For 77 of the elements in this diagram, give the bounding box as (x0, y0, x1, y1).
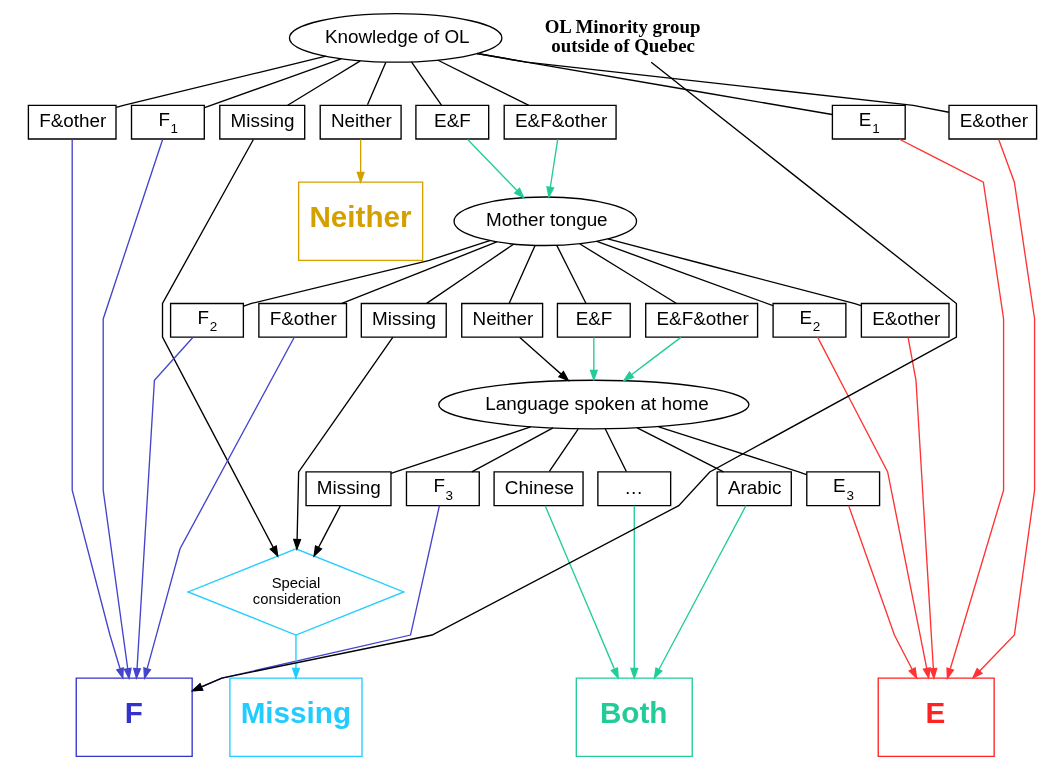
arrow (71, 138, 124, 680)
connector (555, 244, 587, 304)
node-box: F&other (27, 104, 117, 140)
arrow (190, 504, 440, 692)
node-box: Neither (460, 302, 543, 338)
connector (606, 238, 862, 307)
connector (657, 426, 807, 476)
arrow (292, 336, 394, 552)
node-box: F$_{1}$ (130, 104, 205, 140)
node-box: Missing (218, 104, 305, 140)
connector (203, 58, 342, 109)
node-box: Chinese (492, 471, 584, 507)
node-ellipse: Mother tongue (452, 196, 637, 247)
node-box: E$_{2}$ (771, 302, 847, 338)
connector (508, 244, 536, 304)
arrow (545, 138, 558, 199)
node-box: F&other (257, 302, 347, 338)
node-box: Neither (297, 181, 423, 261)
arrow (466, 138, 525, 199)
arrow (518, 336, 570, 382)
connector (636, 427, 724, 473)
node-box: F$_{2}$ (169, 302, 244, 338)
node-box: Missing (228, 677, 363, 757)
node-box: F$_{3}$ (405, 471, 480, 507)
node-box: Missing (304, 471, 392, 507)
arrow (291, 634, 300, 680)
node-ellipse: Knowledge of OL (288, 13, 503, 63)
arrow (355, 138, 365, 184)
arrow (816, 336, 931, 680)
node-text: OL Minority group outside of Quebec (544, 15, 700, 56)
arrow (589, 336, 598, 382)
node-ellipse: Language spoken at home (437, 379, 750, 430)
connector (604, 428, 627, 473)
arrow (142, 336, 295, 680)
node-box: E&F (414, 104, 489, 140)
node-diamond: Special consideration (185, 548, 406, 636)
arrow (898, 138, 1004, 681)
node-box: E (877, 677, 995, 757)
arrow (653, 504, 747, 680)
arrow (906, 337, 938, 681)
node-box: E$_{3}$ (805, 471, 880, 507)
connector (389, 426, 531, 474)
connector (548, 428, 579, 473)
connector (242, 239, 491, 307)
node-box: Both (575, 677, 693, 757)
connector (475, 52, 950, 113)
node-box: E&other (947, 104, 1037, 140)
node-box: E&F&other (644, 302, 758, 338)
connector (578, 243, 677, 304)
arrow (102, 138, 163, 681)
arrow (312, 505, 341, 558)
connector (286, 60, 361, 106)
node-box: E&other (860, 302, 950, 338)
node-box: F (75, 677, 193, 757)
node-box: E&F (556, 302, 631, 338)
connector (115, 55, 327, 109)
connector (436, 59, 529, 106)
connector (425, 243, 514, 305)
arrow (190, 61, 957, 692)
connector (410, 61, 442, 106)
connector (595, 240, 774, 307)
arrow (621, 336, 682, 382)
arrow (161, 138, 279, 558)
node-box: E&F&other (503, 104, 617, 140)
node-box: E$_{1}$ (831, 104, 906, 140)
connector (366, 61, 386, 106)
node-box: Arabic (716, 471, 792, 507)
connector (340, 241, 497, 305)
node-box: Missing (360, 302, 447, 338)
arrow (971, 138, 1035, 680)
connector (470, 427, 554, 473)
arrow (847, 504, 917, 680)
arrow (543, 504, 619, 680)
node-box: Neither (319, 104, 402, 140)
node-box: … (596, 471, 671, 507)
arrow (132, 337, 193, 681)
arrow (629, 504, 639, 680)
